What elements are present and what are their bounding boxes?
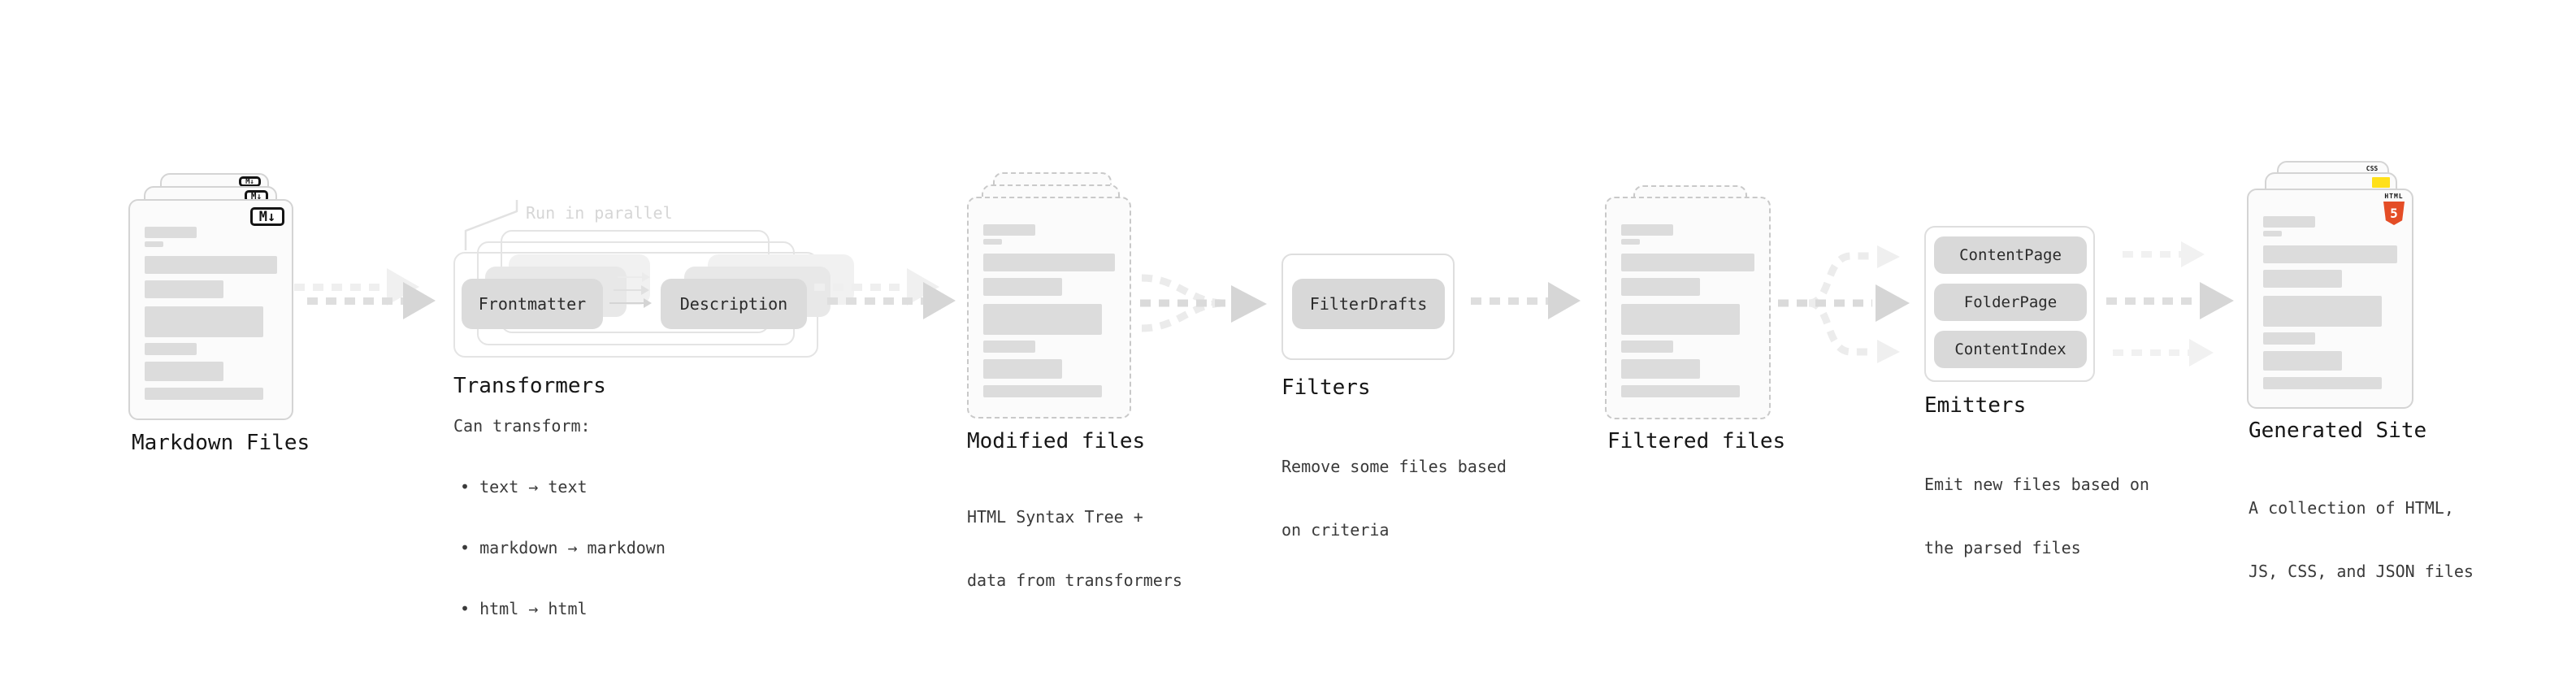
doc-line — [145, 227, 197, 238]
filterdrafts-pill: FilterDrafts — [1292, 279, 1445, 329]
doc-line — [145, 343, 197, 355]
description-line: data from transformers — [967, 570, 1182, 590]
doc-line — [145, 241, 163, 247]
filtered-files-heading: Filtered files — [1607, 429, 1786, 453]
connector-split-arrow — [1778, 245, 1910, 363]
flow-arrow-faint — [2123, 241, 2212, 268]
doc-line — [2263, 216, 2315, 228]
flow-arrow — [307, 282, 437, 319]
transformers-bullet-list: • text → text • markdown → markdown • ht… — [460, 436, 666, 660]
folderpage-pill: FolderPage — [1934, 284, 2087, 321]
bullet-item: • text → text — [460, 477, 588, 497]
run-in-parallel-note: Run in parallel — [526, 203, 673, 223]
doc-line — [1621, 304, 1740, 335]
site-file-card-front: HTML 5 — [2247, 189, 2413, 409]
contentpage-pill: ContentPage — [1934, 236, 2087, 274]
emitters-heading: Emitters — [1924, 393, 2027, 418]
transform-arrow-icon — [618, 271, 650, 283]
doc-line — [983, 239, 1002, 245]
doc-line — [1621, 224, 1673, 236]
flow-arrow — [827, 282, 957, 319]
doc-line — [983, 340, 1035, 353]
doc-line — [983, 254, 1115, 271]
document-skeleton — [1621, 224, 1754, 397]
doc-line — [1621, 239, 1640, 245]
frontmatter-pill: Frontmatter — [462, 279, 603, 329]
doc-line — [2263, 245, 2397, 263]
html5-icon-label: HTML — [2384, 193, 2404, 200]
transform-arrow-icon — [609, 297, 652, 309]
doc-line — [145, 388, 263, 400]
bullet-item: • html → html — [460, 599, 588, 618]
markdown-icon: M↓ — [250, 207, 284, 226]
doc-line — [145, 306, 263, 337]
document-skeleton — [983, 224, 1115, 397]
description-line: Emit new files based on — [1924, 475, 2149, 494]
filters-heading: Filters — [1281, 375, 1371, 400]
filtered-file-card-front — [1605, 197, 1771, 419]
document-skeleton — [2263, 216, 2397, 389]
connector-filters-to-filtered — [1471, 282, 1585, 319]
doc-line — [983, 359, 1062, 379]
description-line: HTML Syntax Tree + — [967, 507, 1143, 527]
generated-site-heading: Generated Site — [2249, 419, 2427, 443]
markdown-files-label: Markdown Files — [132, 431, 310, 455]
html5-icon: HTML 5 — [2381, 193, 2407, 225]
js-icon — [2372, 177, 2390, 188]
transform-arrow-icon — [614, 284, 649, 296]
markdown-file-card-front: M↓ — [128, 199, 293, 420]
doc-line — [983, 385, 1102, 397]
css-icon-label: CSS — [2366, 165, 2379, 172]
description-line: Remove some files based — [1281, 457, 1507, 476]
connector-merge-arrow — [1140, 274, 1267, 332]
markdown-icon: M↓ — [239, 176, 261, 187]
generated-site-description: A collection of HTML, JS, CSS, and JSON … — [2249, 455, 2474, 624]
transformers-heading: Transformers — [453, 374, 606, 398]
flow-arrow — [2106, 282, 2236, 319]
description-line: the parsed files — [1924, 538, 2081, 557]
doc-line — [2263, 231, 2282, 236]
description-pill: Description — [661, 279, 807, 329]
doc-line — [145, 256, 277, 274]
description-line: A collection of HTML, — [2249, 498, 2454, 518]
emitters-description: Emit new files based on the parsed files — [1924, 432, 2149, 601]
doc-line — [1621, 359, 1700, 379]
document-skeleton — [145, 227, 277, 400]
doc-line — [2263, 296, 2382, 327]
modified-files-description: HTML Syntax Tree + data from transformer… — [967, 464, 1182, 633]
description-line: JS, CSS, and JSON files — [2249, 562, 2474, 581]
doc-line — [2263, 377, 2382, 389]
doc-line — [145, 362, 223, 381]
doc-line — [983, 304, 1102, 335]
doc-line — [1621, 278, 1700, 296]
modified-files-heading: Modified files — [967, 429, 1146, 453]
doc-line — [2263, 332, 2315, 345]
parallel-callout-line — [464, 200, 518, 250]
description-line: on criteria — [1281, 520, 1390, 540]
flow-arrow-faint — [2113, 339, 2218, 367]
doc-line — [1621, 340, 1673, 353]
bullet-item: • markdown → markdown — [460, 538, 666, 557]
doc-line — [145, 280, 223, 298]
doc-line — [2263, 351, 2342, 371]
modified-file-card-front — [967, 197, 1131, 419]
filters-description: Remove some files based on criteria — [1281, 414, 1507, 583]
doc-line — [1621, 385, 1740, 397]
contentindex-pill: ContentIndex — [1934, 331, 2087, 368]
transformers-description-title: Can transform: — [453, 416, 591, 436]
doc-line — [983, 278, 1062, 296]
doc-line — [1621, 254, 1754, 271]
doc-line — [983, 224, 1035, 236]
doc-line — [2263, 270, 2342, 288]
